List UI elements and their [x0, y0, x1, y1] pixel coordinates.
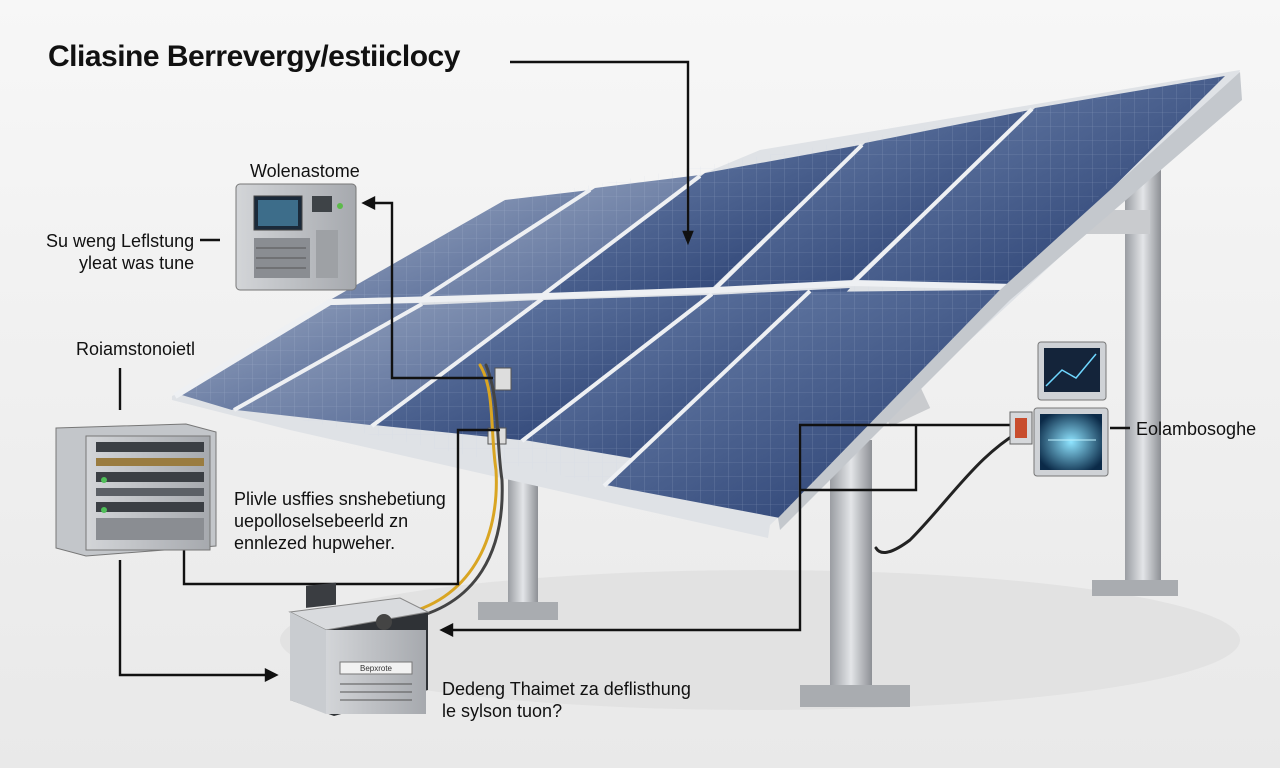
- power-cables: [398, 363, 1032, 622]
- label-center-note: Plivle usffies snshebetiung uepolloselse…: [234, 489, 446, 553]
- diagram-title: Cliasine Berrevergy/estiiclocy: [48, 40, 460, 73]
- label-bottom-note: Dedeng Thaimet za deflisthung le sylson …: [442, 679, 691, 721]
- leader-lines: [118, 60, 1130, 682]
- monitor-displays: [1009, 341, 1109, 477]
- label-monitor-unit: Wolenastome: [250, 161, 360, 181]
- label-rack: Roiamstonoietl: [76, 339, 196, 359]
- server-rack: [55, 423, 217, 557]
- inverter-unit: Bepxrote: [288, 582, 430, 716]
- label-right-display: Eolambosoghe: [1136, 419, 1257, 439]
- solar-panel-array: [172, 70, 1242, 538]
- support-structure: [478, 170, 1178, 707]
- inverter-plate-text: Bepxrote: [360, 664, 393, 673]
- junction-box-upper: [494, 367, 512, 391]
- monitoring-station: [235, 183, 357, 291]
- label-left-note: Su weng Leflstung yleat was tune: [46, 231, 195, 273]
